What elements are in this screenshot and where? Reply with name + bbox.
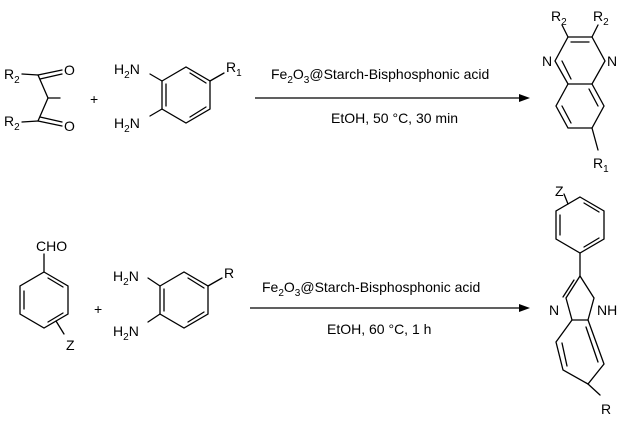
z-bond [55,320,65,335]
reaction-arrow-1 [255,94,530,102]
aryl-ring-double [559,202,600,248]
product-r-bond-right [591,24,599,38]
pyrazine-ring [554,36,606,85]
product-r-bond [587,383,601,396]
aryl-z-bond [563,193,569,205]
product-r-bond-left [561,24,569,38]
diketone-o-top: O [64,62,75,78]
diamine-1: H2N H2N R1 [114,59,242,135]
product-n-right: N [607,53,617,69]
diamine-1-ring-double [165,72,207,118]
diamine-1-nh2-top: H2N [114,61,140,81]
product-n-left: N [542,53,552,69]
diamine-2-n-bond-top [147,277,161,287]
benzo-double [561,88,599,124]
product-r2-right: R2 [593,8,609,28]
diketone-backbone [37,74,49,122]
aldehyde-cho: CHO [36,238,67,254]
imidazole-ring [565,274,595,321]
product-z: Z [555,183,564,199]
pyrazine-double [561,41,590,80]
quinoxaline-product: R2 R2 N N R1 [542,8,617,175]
plus-sign-2: + [94,301,102,317]
plus-sign-1: + [90,91,98,107]
benzo-ring [555,83,605,129]
diketone: R2 R2 O O [4,62,75,134]
benzo-ring-2-double [561,326,599,367]
diamine-2: H2N H2N R [113,265,234,343]
benzo-ring-2 [555,319,605,385]
diamine-1-nh2-bot: H2N [114,115,140,135]
diamine-1-ring [161,66,211,124]
aryl-ring [555,196,605,254]
diamine-2-r: R [224,265,234,281]
product-r2-left: R2 [551,8,567,28]
diketone-r2-top: R2 [4,66,20,86]
benzimidazole-product: Z N NH R [549,183,617,417]
product-nh: NH [597,302,617,318]
benzaldehyde-ring [19,271,69,329]
diamine-2-ring-double [163,277,205,323]
diketone-o-bot: O [64,118,75,134]
imidazole-double [562,279,575,298]
diketone-co-double [39,73,63,123]
diketone-r-bond-bot [21,120,39,123]
diamine-2-nh2-top: H2N [113,268,139,288]
diketone-co-bonds [37,69,63,127]
catalyst-1: Fe2O3@Starch-Bisphosphonic acid [271,66,489,86]
diamine-2-r-bond [207,277,223,287]
conditions-1: EtOH, 50 °C, 30 min [331,110,458,126]
benzaldehyde-ring-double [23,277,64,323]
benzaldehyde: CHO Z [19,238,75,353]
diamine-1-r1: R1 [226,59,242,79]
catalyst-2: Fe2O3@Starch-Bisphosphonic acid [262,279,480,299]
aldehyde-z: Z [66,337,75,353]
diamine-1-r-bond [209,72,225,82]
diamine-2-nh2-bot: H2N [113,323,139,343]
diketone-r2-bot: R2 [4,113,20,133]
product-r1-bottom: R1 [593,155,609,175]
product-n: N [549,302,559,318]
diamine-2-ring [159,271,209,329]
diamine-1-n-bond-bot [149,108,163,117]
product-r: R [601,401,611,417]
reaction-arrow-2 [250,304,530,312]
product-r-bond-bottom [591,127,599,151]
conditions-2: EtOH, 60 °C, 1 h [327,321,431,337]
diamine-1-n-bond-top [149,73,163,82]
diketone-r-bond-top [21,73,39,76]
diamine-2-n-bond-bot [147,313,161,323]
